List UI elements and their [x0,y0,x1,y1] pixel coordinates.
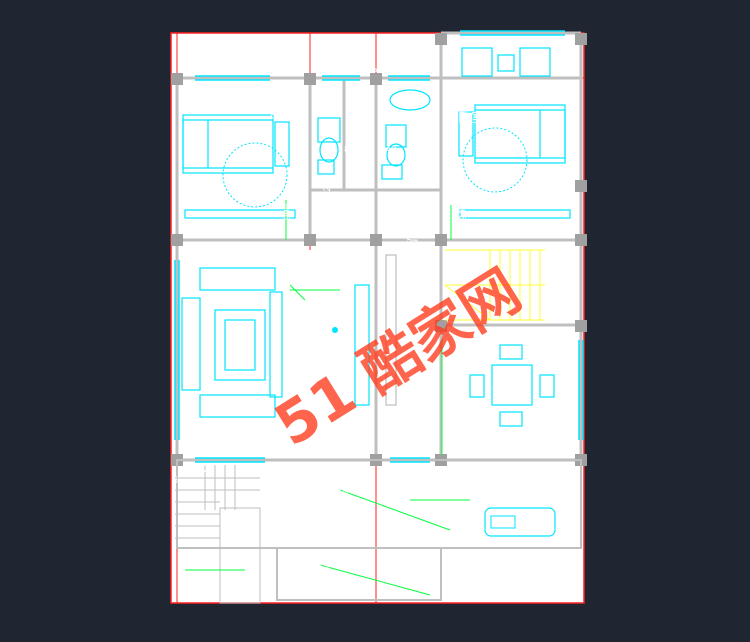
dim-900b: 900 [459,204,469,220]
elevation-bottom: 1.550 [190,559,217,569]
screen-note: 屏风（镂空嵌玻璃） [405,238,419,346]
stair-down-terrace: 下 [263,478,273,489]
paper-border [170,32,585,604]
screen-partition [385,254,397,406]
door-label-6: M1824 [488,465,515,475]
dim-1550: 1550 [396,563,406,585]
door-label-4: M1821 [425,383,435,410]
sofa-living [181,267,283,418]
dim-slope-terrace: 1% [337,487,348,497]
dim-1800: 1800 [451,383,461,405]
lounge-chair [484,507,556,537]
stair-down-main: 下 [428,260,438,271]
dim-280: 280 [457,252,467,268]
bed-right [458,104,566,164]
dim-1180: 1180 [349,424,359,446]
window-label-3: C0915 [394,64,421,74]
dim-240a: 240 [380,145,396,155]
windows [174,30,584,463]
bed-left [182,114,290,174]
room-label-terrace: 露台 [340,501,366,516]
room-label-bedroom-left: 卧室 [270,106,296,122]
dim-slope-top1: 1% [274,65,285,75]
room-label-chess: 棋牌室 [492,378,531,394]
window-label-5: C2415 [198,465,225,475]
rug-right [462,127,528,193]
elevation-terrace: 3.300 [416,490,443,500]
rug-left [222,142,288,208]
dim-900a: 900 [283,204,293,220]
stair-up-main: 上 [428,296,438,308]
window-label-1: C2415 [200,64,227,74]
dim-slope-top2: 1% [366,65,377,75]
dim-800a: 800 [344,145,360,155]
dimension-lines [185,200,470,596]
dim-240c: 240 [279,246,289,262]
sofa-set-right [461,47,551,77]
door-label-5: M1824 [300,443,327,453]
dim-800c: 800 [451,342,461,358]
wardrobe-left [184,209,296,219]
label-lounge-chair: 休息椅 [510,488,549,504]
dim-800b: 800 [413,159,423,175]
dim-240b: 240 [411,194,421,210]
terrace-walls [176,459,582,601]
door-label-1: M0821 [323,181,333,208]
dim-900c: 900 [451,430,461,446]
room-label-bath-right: 卫 [412,129,424,143]
stairs-main [444,249,545,321]
elevation-living: 3.400 [316,280,343,290]
wardrobe-right [459,209,571,219]
stairs-terrace [175,465,261,604]
lounge-chair-cushion [490,515,516,529]
dim-slope-bottom: 1% [318,561,329,571]
lamp-dot [332,327,338,333]
tv-cabinet [354,284,370,406]
bath-fixtures [317,89,431,180]
room-label-living: 客厅 [318,338,344,354]
door-label-3: M0821 [426,203,436,230]
window-label-2: C1215 [325,64,352,74]
chess-table [469,344,555,427]
room-label-bath-left: 卫 [345,129,357,143]
window-label-4: C1215 [392,443,419,453]
room-label-bedroom-right: 卧室 [458,110,484,126]
door-label-2: M0821 [345,201,372,211]
stair-edge-mark: 5 [173,476,178,486]
